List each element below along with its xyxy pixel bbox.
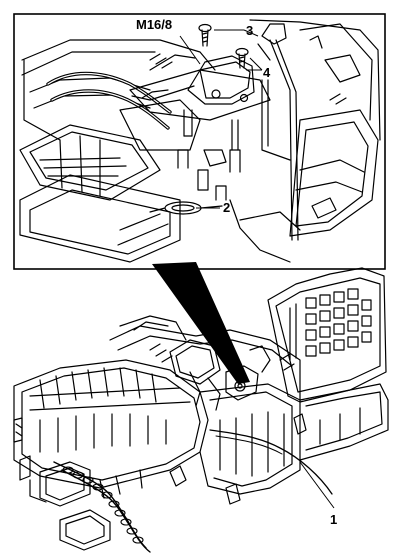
callout-screw: 3 (246, 23, 253, 38)
callout-bracket: 4 (263, 65, 271, 80)
detail-inset-frame (13, 13, 386, 270)
detail-inset-drawing (19, 19, 381, 263)
detail-inset: M16/8 3 4 2 (13, 13, 386, 270)
magnification-wedge (152, 262, 250, 384)
callout-cable: 1 (330, 512, 337, 527)
leader-line-cable (299, 461, 335, 509)
callout-component-code: M16/8 (136, 17, 172, 32)
callout-linkage: 2 (223, 200, 230, 215)
inset-leader-lines (179, 29, 263, 209)
main-assembly-drawing (13, 267, 389, 553)
